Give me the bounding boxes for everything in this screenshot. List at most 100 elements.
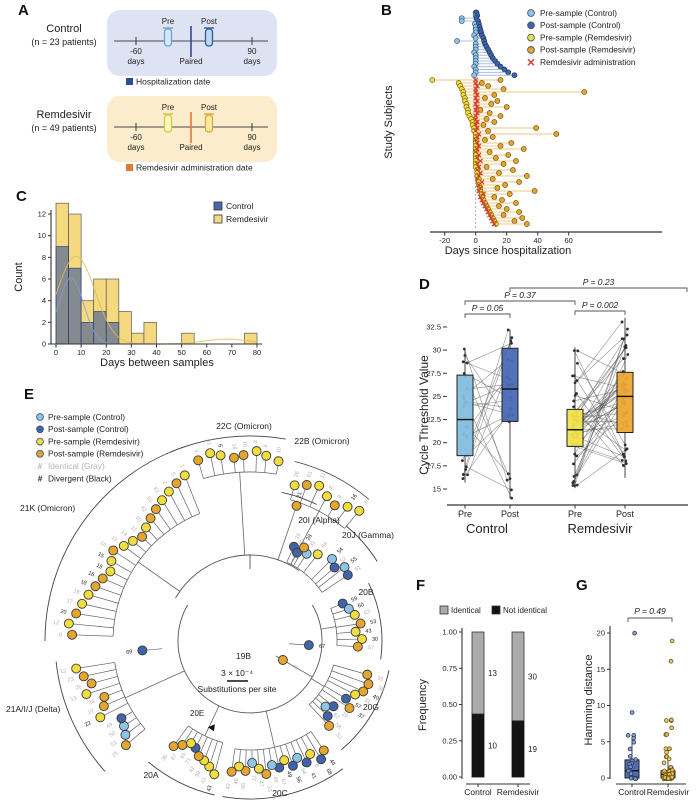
- text-label: 90: [248, 133, 257, 142]
- tree-tip: [342, 570, 353, 580]
- pvalue-label: P = 0.37: [504, 290, 536, 300]
- panel-f-label: F: [416, 577, 426, 594]
- tip-number: 29: [340, 711, 349, 719]
- bar-not-identical: [511, 720, 525, 778]
- clade-arc: [368, 582, 383, 660]
- y-tick: 4: [42, 296, 46, 305]
- tree-tip: [358, 686, 369, 697]
- tree-tip: [357, 634, 367, 644]
- paired-line: [577, 416, 626, 451]
- x-category: Remdesivir: [497, 787, 540, 797]
- branch: [333, 664, 368, 675]
- tree-tip: [157, 495, 167, 506]
- line: [476, 182, 482, 188]
- legend-label: Remdesivir: [226, 214, 269, 224]
- clade-label: 20C: [272, 788, 288, 798]
- data-point: [664, 718, 669, 723]
- tube-icon: [204, 28, 214, 47]
- text-label: -60: [130, 47, 142, 56]
- paired-line: [576, 385, 625, 476]
- legend-glyph: [36, 425, 44, 434]
- group-n: (n = 49 patients): [31, 123, 96, 133]
- tip-number: 55: [350, 556, 359, 564]
- paired-line: [577, 437, 625, 457]
- data-point: [620, 320, 624, 324]
- tip-number: 57: [368, 645, 374, 651]
- y-tick: 0.00: [442, 773, 457, 782]
- paired-line: [575, 347, 626, 416]
- tube-icon: [163, 114, 173, 133]
- clade-label: 20A: [143, 770, 158, 780]
- data-point: [500, 86, 507, 92]
- tree-tip: [97, 573, 108, 584]
- tip-number: 1: [178, 464, 185, 469]
- col-label: Post: [501, 509, 520, 519]
- tip-number: 71: [185, 757, 193, 765]
- tree-tip: [247, 758, 258, 768]
- branch: [329, 676, 364, 692]
- tree-tip: [299, 542, 309, 553]
- tree-tip: [343, 603, 354, 614]
- hist-bar-control: [80, 321, 95, 345]
- clade-arc: [294, 461, 370, 500]
- tip-number: 18: [80, 579, 88, 587]
- scale-value: 3 × 10⁻⁴: [221, 668, 253, 678]
- tip-number: 12: [53, 620, 60, 627]
- data-point: [508, 140, 515, 146]
- y-tick: 2: [42, 318, 46, 327]
- branch: [76, 662, 115, 669]
- clade-arc: [148, 761, 215, 796]
- data-point: [669, 725, 674, 731]
- paired-line: [466, 342, 512, 364]
- clade-label: 20I (Alpha): [298, 515, 340, 525]
- tip-number: 8: [313, 763, 320, 769]
- tree-tip: [288, 760, 298, 771]
- line: [479, 197, 485, 203]
- y-axis-label: Hamming distance: [583, 654, 595, 745]
- panel-c-label: C: [16, 188, 27, 205]
- data-point: [625, 733, 631, 738]
- data-point: [483, 164, 490, 170]
- annotation-label: 20E: [190, 709, 204, 718]
- tree-tip: [314, 480, 325, 491]
- tip-number: 46: [291, 664, 299, 672]
- data-point: [628, 771, 634, 776]
- clade-label: 21K (Omicron): [20, 503, 75, 513]
- branch: [327, 680, 356, 695]
- tip-number: 63: [364, 609, 371, 616]
- hash-glyph: #: [38, 462, 43, 471]
- x-tick: 40: [534, 236, 542, 245]
- data-point: [485, 128, 491, 134]
- text-label: days: [128, 143, 145, 152]
- branch: [68, 623, 114, 629]
- paired-line: [574, 375, 624, 455]
- bar-not-identical: [471, 713, 485, 778]
- branch: [321, 574, 349, 593]
- data-point: [510, 496, 514, 500]
- data-point: [668, 658, 674, 664]
- data-point: [510, 488, 513, 492]
- clade-arc: [55, 661, 106, 772]
- tube-label: Pre: [162, 17, 175, 26]
- hist-bar-remdesivir: [131, 332, 145, 345]
- data-point: [516, 209, 522, 215]
- tip-number: 18: [231, 443, 238, 450]
- branch: [176, 483, 193, 517]
- y-tick: 12: [38, 210, 46, 219]
- text-label: Paired: [179, 143, 202, 152]
- tree-tip: [71, 663, 82, 674]
- tip-number: 63: [145, 496, 153, 504]
- data-point: [493, 155, 499, 161]
- tip-number: 43: [206, 785, 213, 792]
- count-not-identical: 10: [488, 741, 497, 750]
- line: [474, 176, 480, 182]
- pvalue-bracket: [509, 287, 688, 292]
- x-category: Remdesivir: [647, 787, 690, 797]
- text-label: 90: [248, 47, 257, 56]
- tree-tip: [118, 540, 129, 551]
- tip-number: 61: [205, 439, 212, 446]
- tip-number: 20: [60, 609, 67, 616]
